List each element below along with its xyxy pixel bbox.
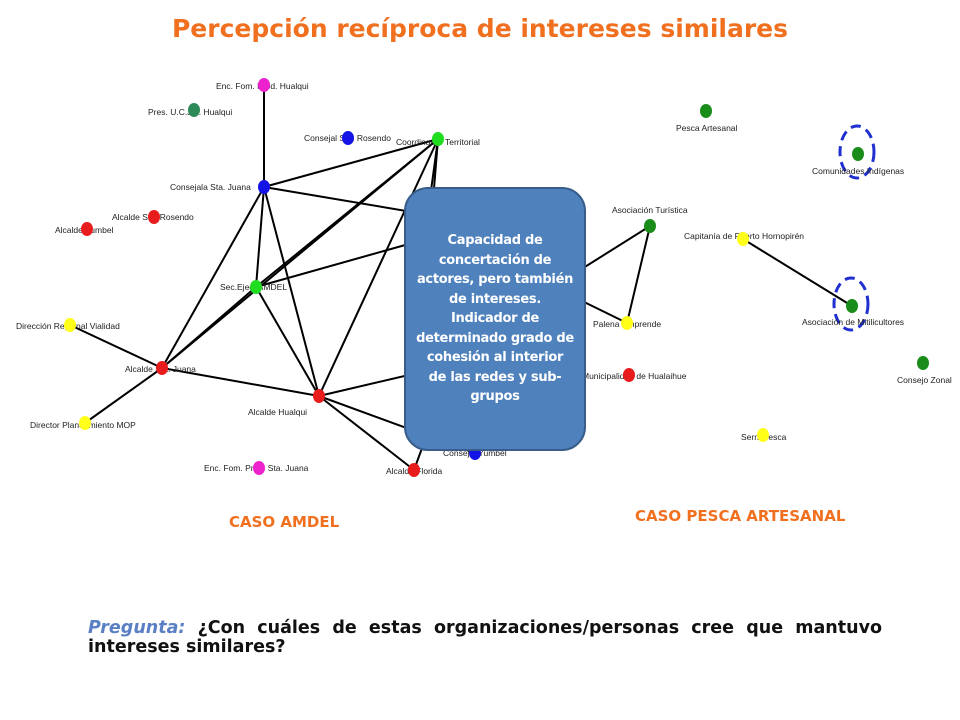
edge-alcalde_sj-director_mop	[84, 367, 163, 424]
node-dot-consejo_zonal	[917, 356, 929, 370]
edge-asoc_turistica-palena	[626, 225, 651, 324]
node-director_mop: Director Planeamiento MOP	[30, 416, 136, 430]
node-coordinador: Coordinador Territorial	[396, 132, 480, 147]
edge-alcalde_hualqui-alcalde_florida	[318, 395, 415, 471]
edge-asoc_turistica-hidden_f	[579, 225, 651, 271]
node-dot-comunidades	[852, 147, 864, 161]
node-dot-alcalde_sj	[156, 361, 168, 375]
node-palena: Palena Emprende	[593, 316, 661, 330]
node-dot-alcalde_florida	[408, 463, 420, 477]
node-label-consejo_zonal: Consejo Zonal	[897, 375, 952, 385]
node-enc_fom_sj: Enc. Fom. Prod. Sta. Juana	[204, 461, 309, 475]
node-comunidades: Comunidades Indígenas	[812, 147, 904, 176]
callout-box: Capacidad de concertación de actores, pe…	[404, 187, 586, 451]
node-dot-capitania	[737, 232, 749, 246]
node-dot-palena	[621, 316, 633, 330]
edge-consejala_sj-hidden_a	[263, 186, 431, 216]
edge-coordinador-alcalde_hualqui	[318, 138, 439, 397]
node-pesca_artesanal: Pesca Artesanal	[676, 104, 738, 133]
node-label-pesca_artesanal: Pesca Artesanal	[676, 123, 738, 133]
node-dir_vialidad: Dirección Regional Vialidad	[16, 318, 120, 332]
node-sernapesca: Sernapesca	[741, 428, 787, 442]
node-alcalde_yumbel: Alcalde Yumbel	[55, 222, 114, 236]
question-label: Pregunta:	[88, 618, 186, 638]
edge-palena-hidden_g	[579, 299, 628, 324]
node-dot-alcalde_hualqui	[313, 389, 325, 403]
edge-dir_vialidad-alcalde_sj	[69, 324, 163, 369]
question-body: ¿Con cuáles de estas organizaciones/pers…	[88, 618, 883, 657]
node-alcalde_sr: Alcalde Sta. Rosendo	[112, 210, 194, 224]
node-dot-coordinador	[432, 132, 444, 146]
node-capitania: Capitanía de Puerto Hornopirén	[684, 231, 804, 246]
node-municipalidad: Municipalidad de Hualaihue	[582, 368, 687, 382]
node-label-alcalde_hualqui: Alcalde Hualqui	[248, 407, 307, 417]
node-dot-dir_vialidad	[64, 318, 76, 332]
node-alcalde_hualqui: Alcalde Hualqui	[248, 389, 325, 417]
node-alcalde_florida: Alcalde Florida	[386, 463, 442, 477]
edge-consejala_sj-sec_ejec	[255, 186, 265, 288]
node-dot-alcalde_sr	[148, 210, 160, 224]
node-dot-sec_ejec	[250, 280, 262, 294]
case-amdel-label: CASO AMDEL	[229, 513, 340, 531]
node-dot-pres_ucjv	[188, 103, 200, 117]
node-asoc_mitilicultores: Asociación de Mitilicultores	[802, 299, 904, 327]
edge-consejala_sj-alcalde_sj	[161, 186, 265, 369]
edge-consejala_sj-coordinador	[263, 138, 439, 188]
node-dot-enc_fom_sj	[253, 461, 265, 475]
edge-alcalde_sj-coordinador	[161, 138, 439, 369]
node-dot-pesca_artesanal	[700, 104, 712, 118]
edge-sec_ejec-hidden_b	[255, 237, 431, 288]
edge-sec_ejec-alcalde_hualqui	[255, 286, 320, 397]
node-label-comunidades: Comunidades Indígenas	[812, 166, 904, 176]
node-consejo_zonal: Consejo Zonal	[897, 356, 952, 385]
node-alcalde_sj: Alcalde Sta. Juana	[125, 361, 196, 375]
callout-text: Capacidad de concertación de actores, pe…	[416, 233, 574, 405]
page-title: Percepción recíproca de intereses simila…	[171, 14, 788, 43]
case-pesca-label: CASO PESCA ARTESANAL	[635, 507, 846, 525]
node-dot-consejala_sj	[258, 180, 270, 194]
node-dot-director_mop	[79, 416, 91, 430]
node-pres_ucjv: Pres. U.C.J.V. Hualqui	[148, 103, 232, 117]
node-sec_ejec: Sec.Ejec. AMDEL	[220, 280, 287, 294]
node-dot-consejal_sr	[342, 131, 354, 145]
node-dot-enc_fom_hualqui	[258, 78, 270, 92]
question-text: Pregunta: ¿Con cuáles de estas organizac…	[88, 619, 882, 657]
highlight-circles	[832, 124, 876, 332]
edge-alcalde_sj-alcalde_hualqui	[161, 367, 320, 397]
node-label-consejala_sj: Consejala Sta. Juana	[170, 182, 251, 192]
highlight-circle-asoc_mitilicultores	[832, 276, 870, 332]
node-consejal_sr: Consejal Sta. Rosendo	[304, 131, 391, 145]
node-enc_fom_hualqui: Enc. Fom. Prod. Hualqui	[216, 78, 309, 92]
highlight-circle-comunidades	[838, 124, 876, 180]
node-dot-asoc_mitilicultores	[846, 299, 858, 313]
node-label-asoc_turistica: Asociación Turística	[612, 205, 688, 215]
node-dot-asoc_turistica	[644, 219, 656, 233]
node-dot-alcalde_yumbel	[81, 222, 93, 236]
node-label-asoc_mitilicultores: Asociación de Mitilicultores	[802, 317, 904, 327]
edge-capitania-asoc_mitilicultores	[742, 238, 853, 307]
edge-consejala_sj-alcalde_hualqui	[263, 186, 320, 397]
node-consejala_sj: Consejala Sta. Juana	[170, 180, 270, 194]
node-dot-sernapesca	[757, 428, 769, 442]
node-asoc_turistica: Asociación Turística	[612, 205, 688, 233]
node-dot-municipalidad	[623, 368, 635, 382]
